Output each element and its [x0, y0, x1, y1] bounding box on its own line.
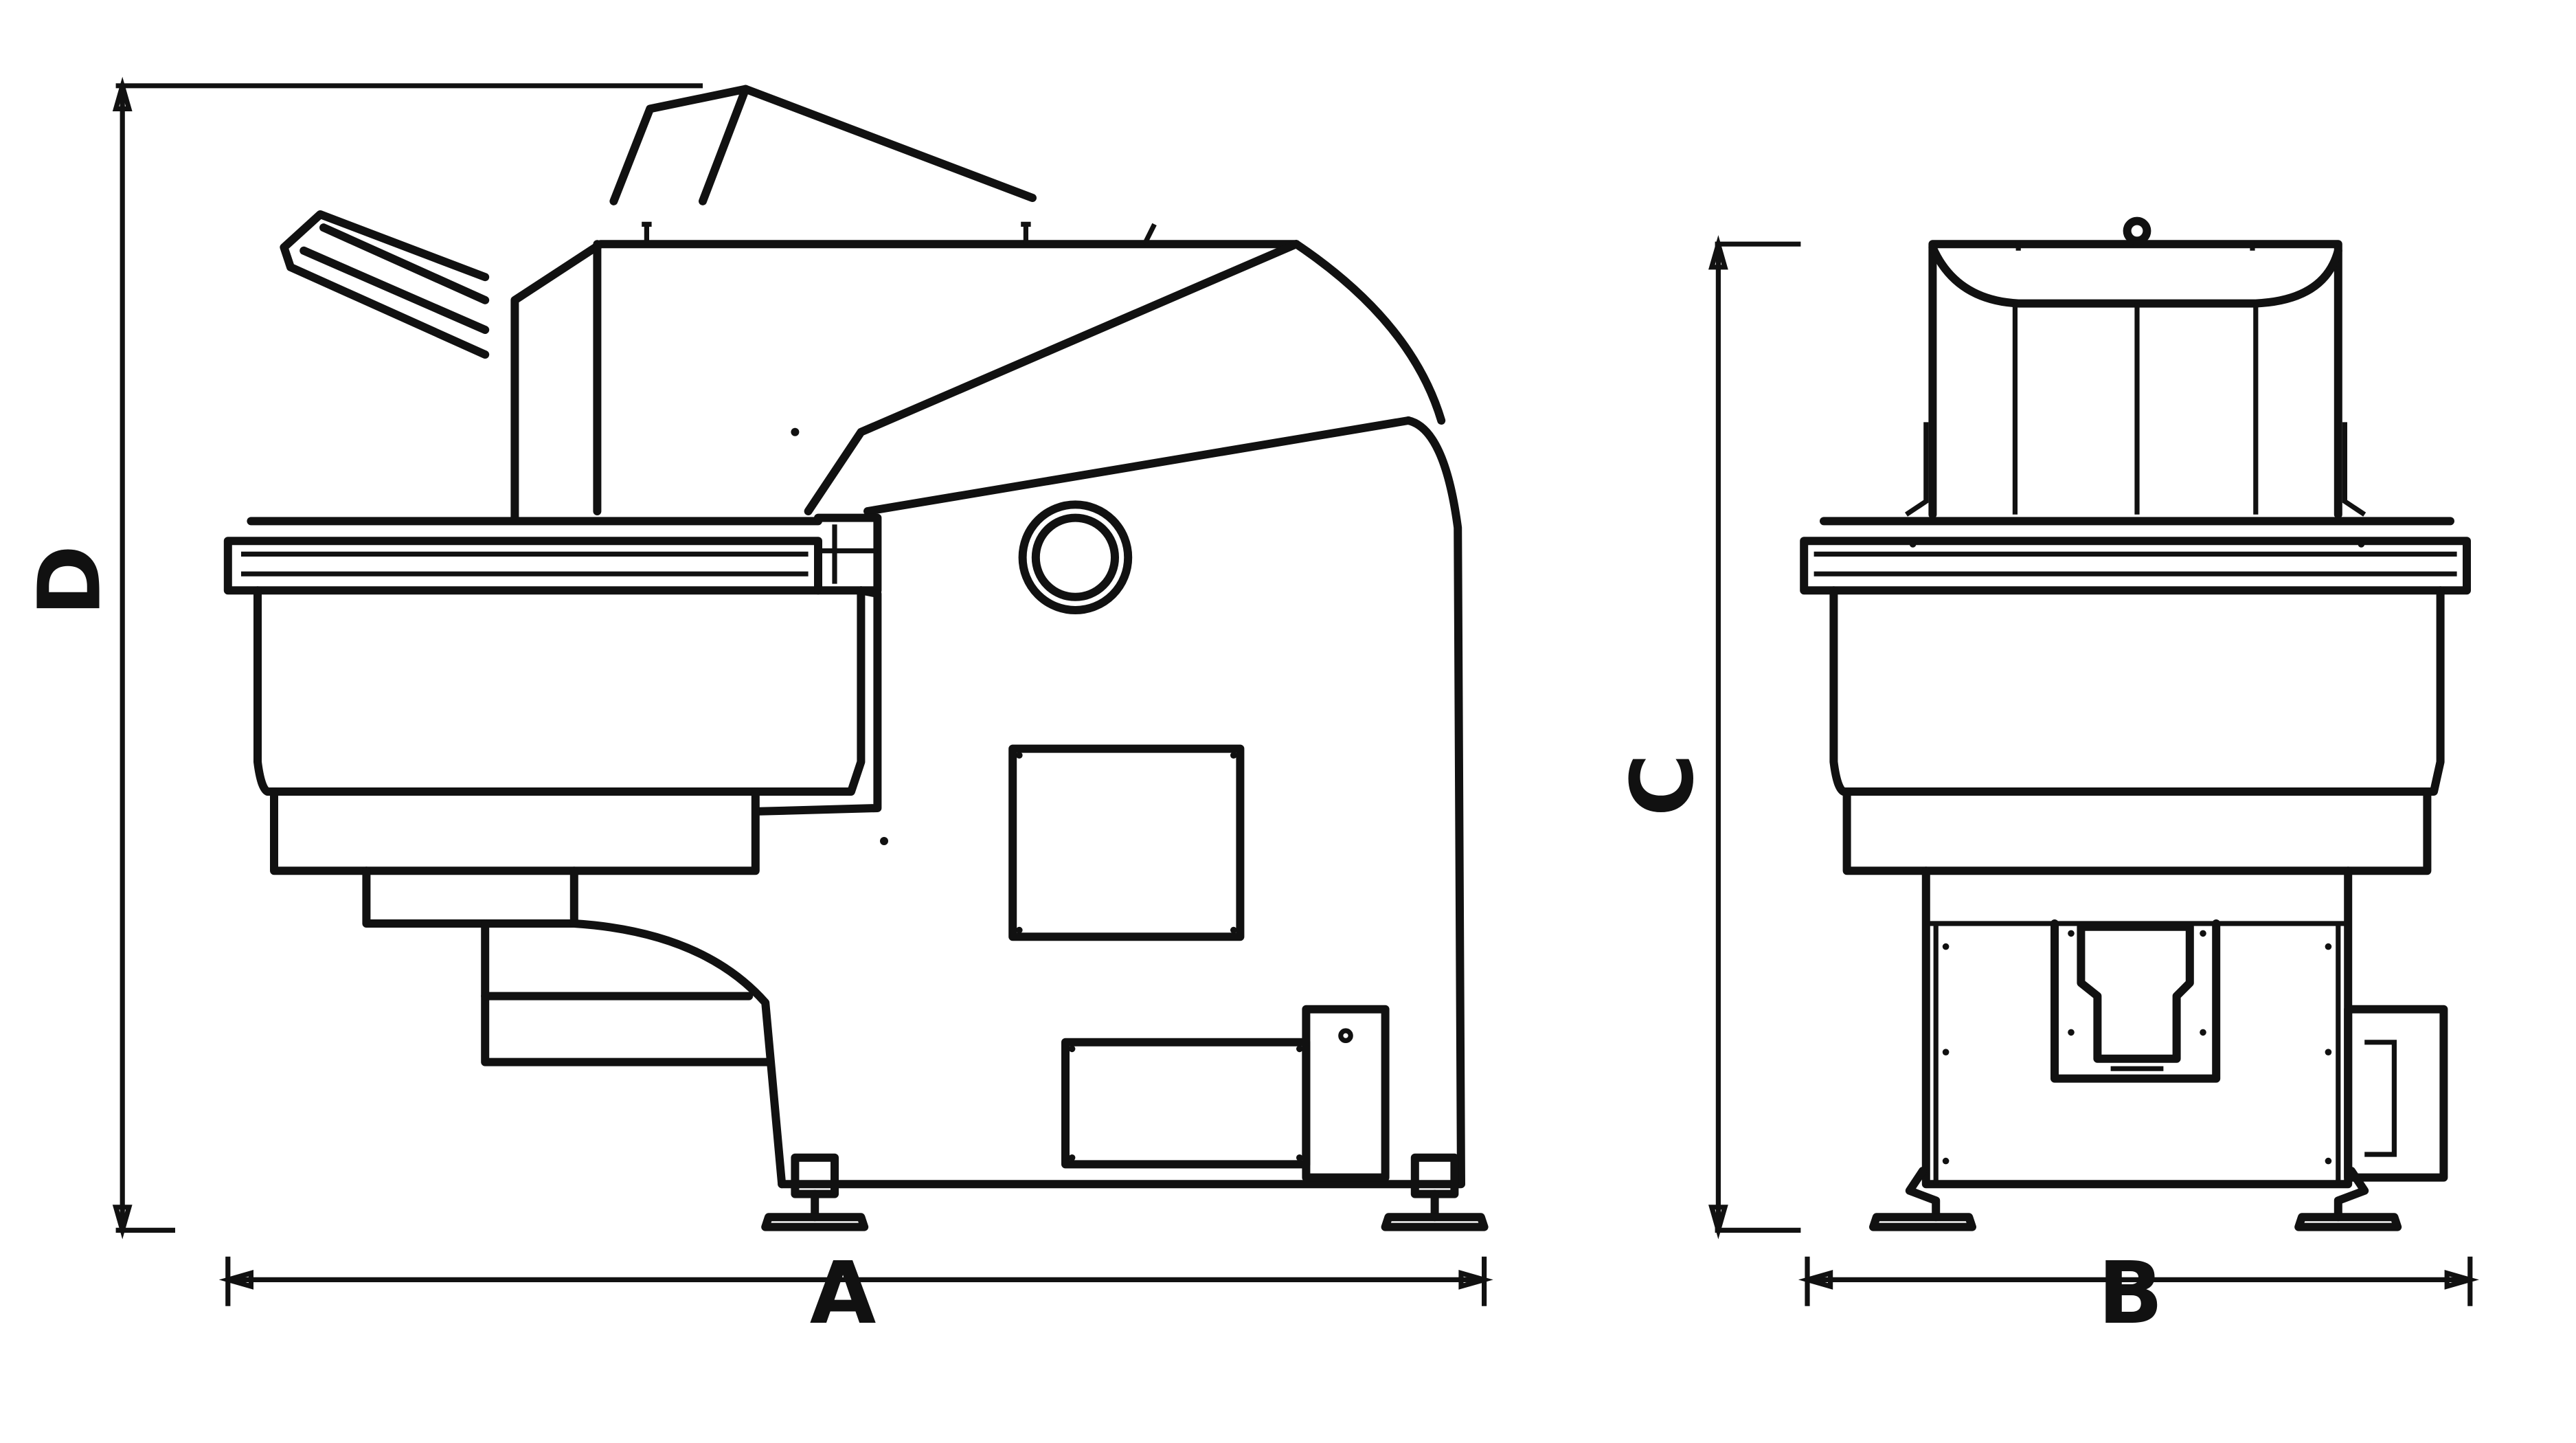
side-lid — [609, 85, 1037, 205]
side-hood — [510, 221, 1446, 524]
front-foot-right — [2294, 1167, 2402, 1231]
side-panel-upper — [1008, 744, 1245, 941]
dimension-b-label: B — [2098, 1244, 2163, 1343]
front-motor-box — [2344, 1005, 2448, 1182]
side-base — [270, 787, 787, 1189]
side-porthole — [1018, 500, 1133, 614]
front-rim — [1800, 517, 2471, 595]
front-outlet — [2050, 919, 2221, 1083]
front-foot-left — [1869, 1167, 1976, 1231]
dimension-a-label: A — [810, 1244, 877, 1343]
dimension-a: A — [218, 1244, 1493, 1343]
dimension-c: C — [1613, 235, 1801, 1240]
side-foot-left — [761, 1153, 869, 1231]
front-bowl — [1829, 586, 2445, 875]
side-chute — [280, 210, 490, 359]
side-view — [223, 85, 1489, 1231]
dimension-c-label: C — [1613, 754, 1713, 817]
dimension-d-label: D — [21, 545, 120, 616]
side-body — [778, 416, 1465, 1189]
dimension-d: D — [21, 76, 703, 1240]
side-bowl — [253, 586, 882, 816]
side-foot-right — [1381, 1153, 1489, 1231]
side-panel-lower — [1061, 1005, 1390, 1182]
front-body — [1921, 866, 2353, 1189]
front-view — [1800, 216, 2471, 1231]
dimension-b: B — [1798, 1244, 2479, 1343]
side-rim — [223, 513, 882, 595]
side-switch-box — [1302, 1005, 1390, 1182]
front-hood — [1905, 216, 2366, 519]
